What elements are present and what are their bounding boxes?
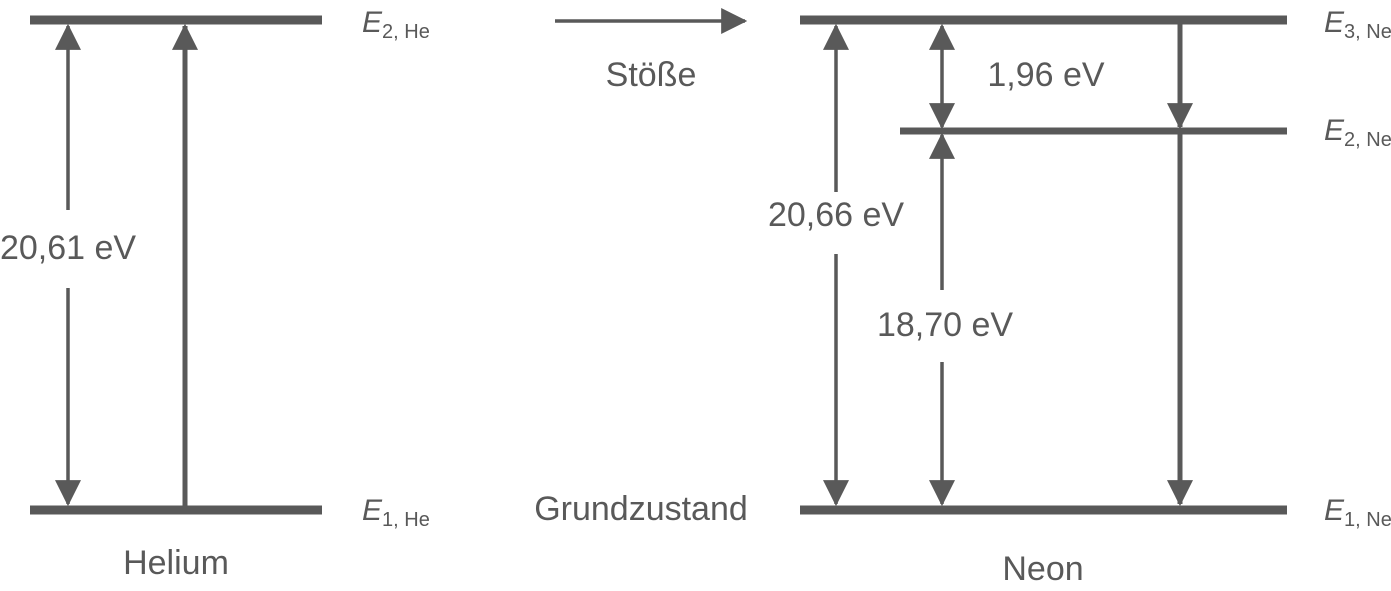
neon-level-e1-label: E1, Ne — [1324, 494, 1391, 531]
neon-level-e2-label: E2, Ne — [1324, 114, 1391, 151]
symbol: E — [362, 494, 383, 527]
neon-name: Neon — [1002, 550, 1083, 588]
neon-level-e3-label: E3, Ne — [1324, 6, 1391, 43]
symbol: E — [1324, 6, 1345, 39]
neon-lower-gap-label: 18,70 eV — [877, 306, 1013, 344]
helium-gap-label: 20,61 eV — [0, 229, 136, 267]
symbol: E — [1324, 494, 1345, 527]
symbol: E — [362, 6, 383, 39]
helium-name: Helium — [123, 544, 229, 582]
subscript: 3, Ne — [1344, 21, 1391, 43]
neon-total-gap-label: 20,66 eV — [768, 196, 904, 234]
symbol: E — [1324, 114, 1345, 147]
collision-label: Stöße — [606, 56, 697, 94]
subscript: 2, Ne — [1344, 129, 1391, 151]
ground-state-label: Grundzustand — [534, 490, 748, 528]
subscript: 1, He — [382, 509, 430, 531]
subscript: 1, Ne — [1344, 509, 1391, 531]
subscript: 2, He — [382, 21, 430, 43]
neon-upper-gap-label: 1,96 eV — [987, 56, 1105, 94]
helium-level-e2-label: E2, He — [362, 6, 430, 43]
helium-level-e1-label: E1, He — [362, 494, 430, 531]
